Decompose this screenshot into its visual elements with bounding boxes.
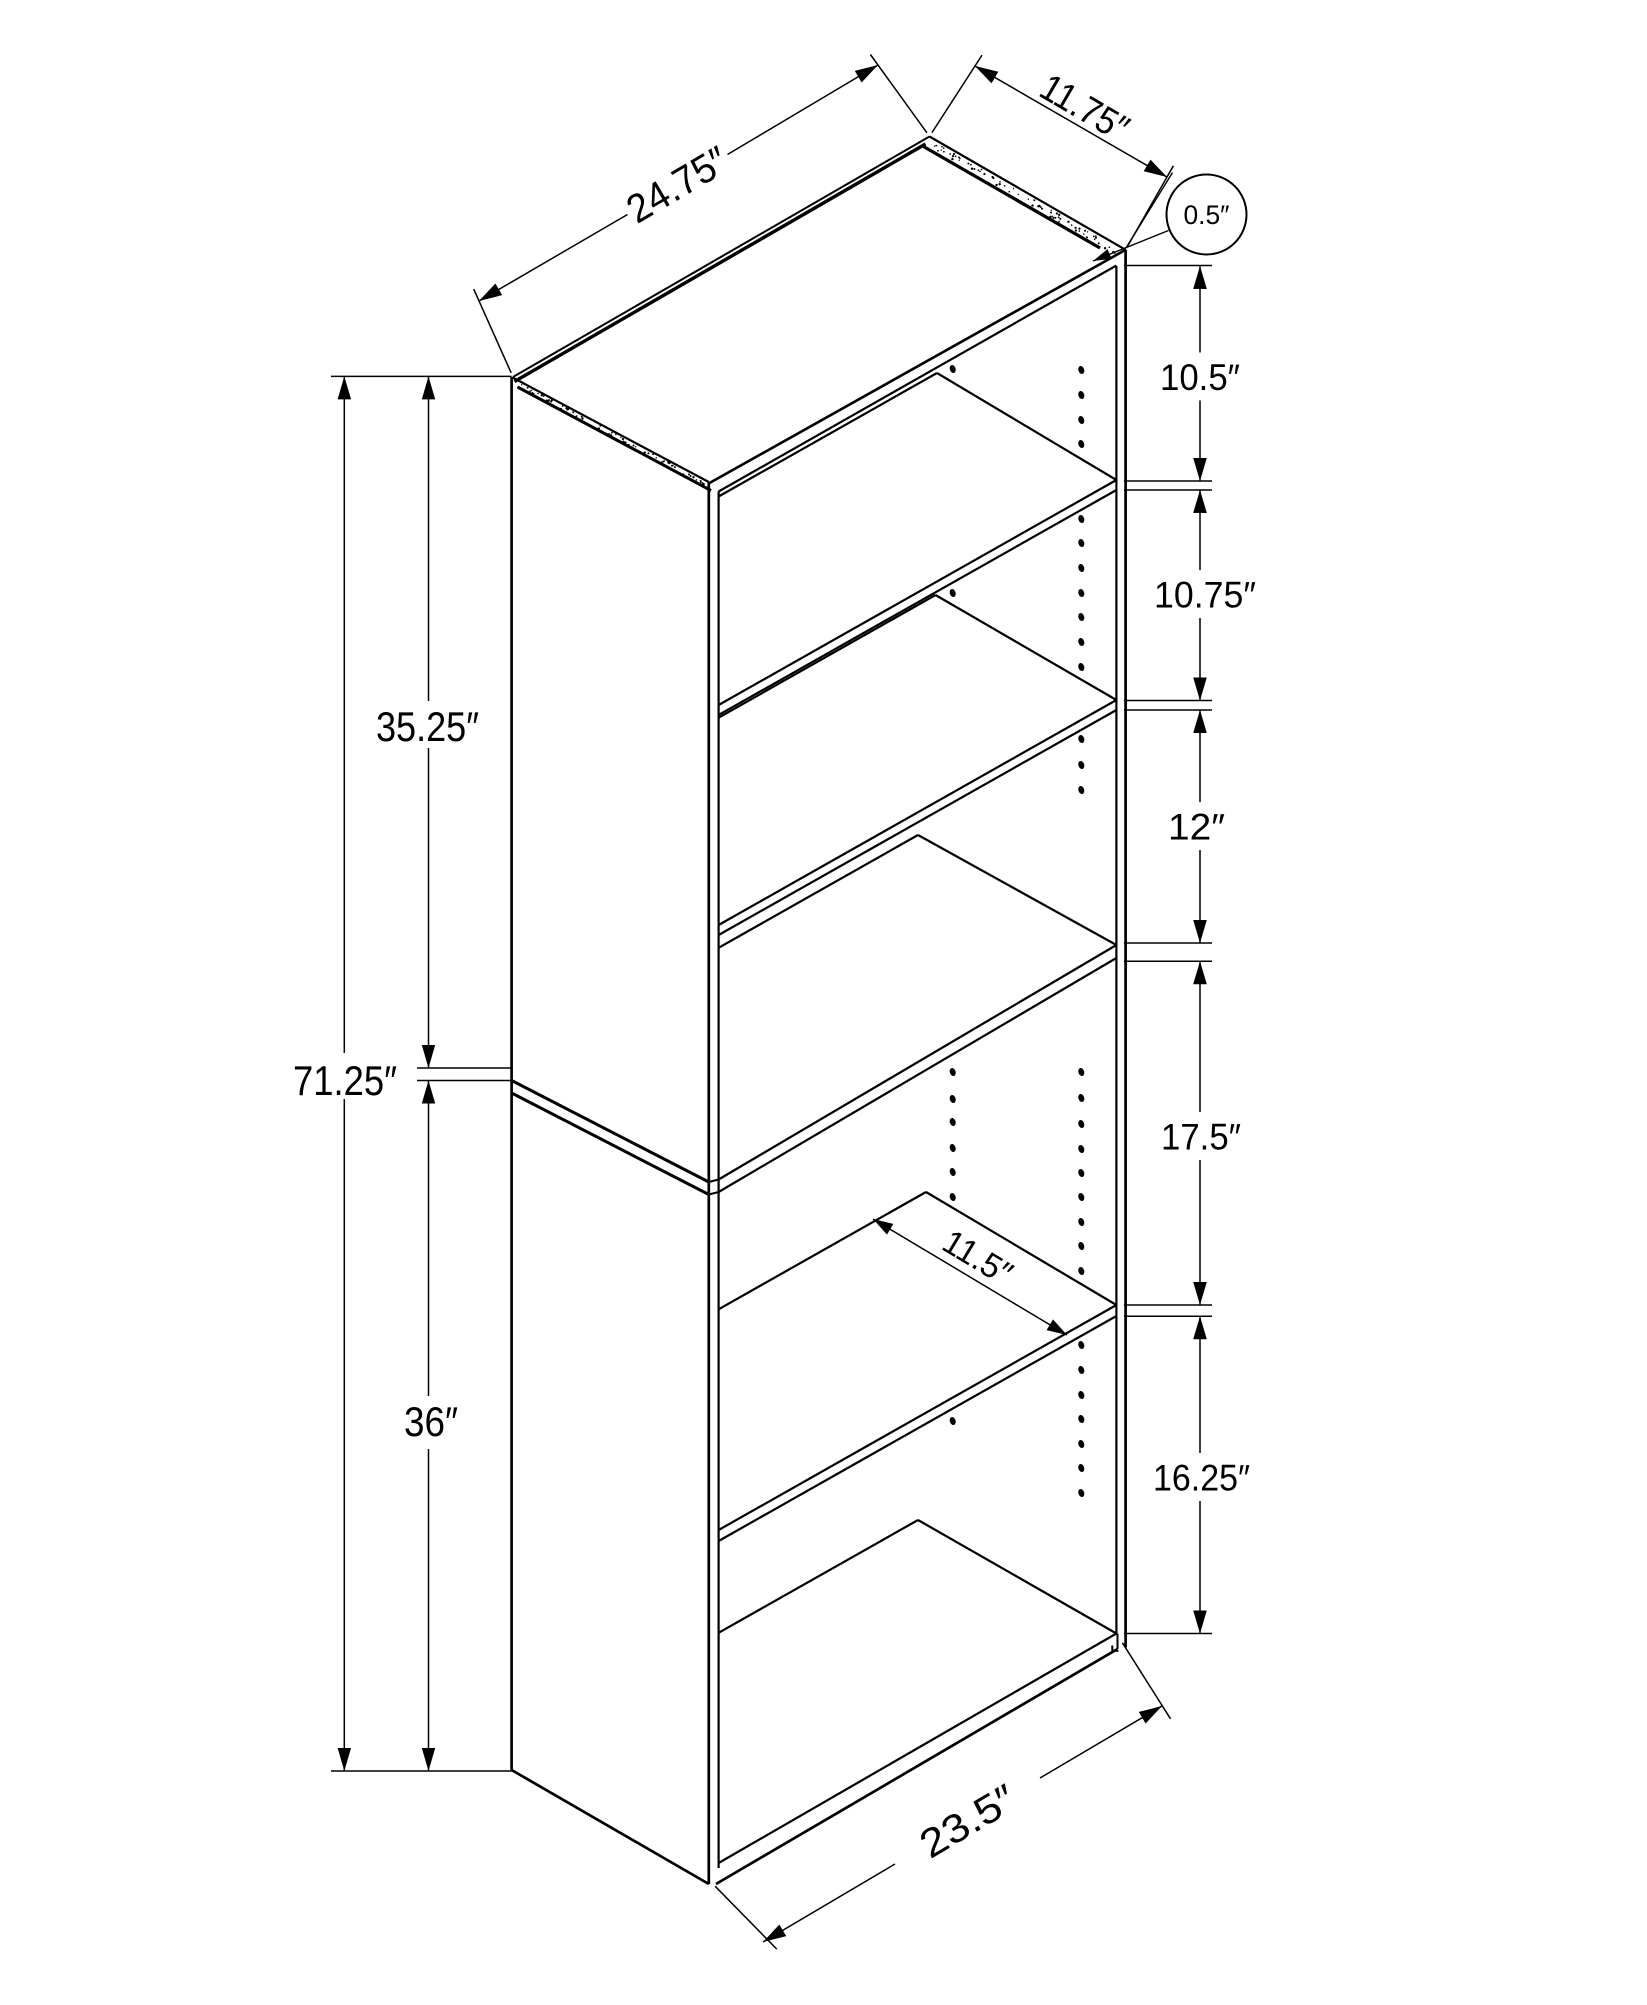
svg-text:71.25″: 71.25″ — [293, 1057, 397, 1104]
svg-text:36″: 36″ — [404, 1398, 458, 1445]
svg-text:10.75″: 10.75″ — [1154, 574, 1256, 615]
svg-text:17.5″: 17.5″ — [1161, 1116, 1241, 1157]
svg-text:16.25″: 16.25″ — [1153, 1457, 1250, 1498]
svg-text:35.25″: 35.25″ — [376, 703, 479, 750]
svg-text:0.5″: 0.5″ — [1184, 200, 1230, 230]
svg-text:12″: 12″ — [1168, 806, 1225, 847]
svg-text:10.5″: 10.5″ — [1160, 357, 1240, 398]
